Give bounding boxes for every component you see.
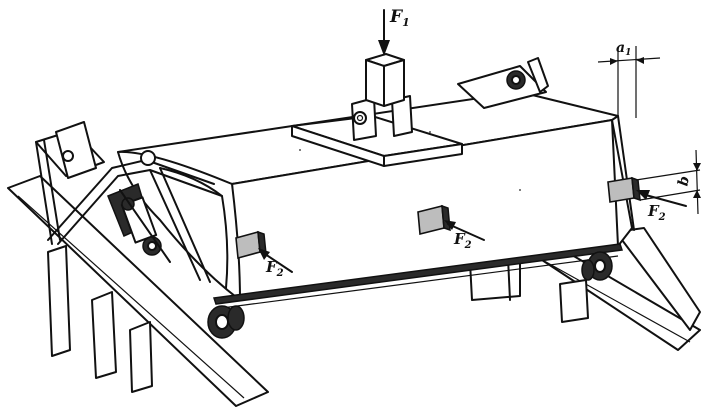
force-f2-arrow-left xyxy=(258,248,293,273)
rear-bracket xyxy=(457,57,549,109)
left-support-stand xyxy=(7,121,269,407)
label-b: b xyxy=(675,175,692,188)
clamping-mechanism xyxy=(47,150,223,283)
label-f2-left: F2 xyxy=(265,258,284,279)
force-f1-arrow xyxy=(378,9,390,56)
dimension-a1 xyxy=(597,46,661,118)
dimension-b xyxy=(635,149,701,215)
label-a1: a1 xyxy=(616,40,631,58)
clevis-bracket xyxy=(351,95,413,141)
force-f2-arrow-right xyxy=(636,190,687,207)
roller-left xyxy=(207,305,245,339)
label-f2-right: F2 xyxy=(647,202,666,223)
force-f2-arrow-center xyxy=(444,220,485,241)
label-f2-center: F2 xyxy=(453,230,472,251)
loading-column xyxy=(365,53,405,107)
label-f1: F1 xyxy=(389,7,410,29)
load-pad-right xyxy=(607,176,641,203)
roller-right xyxy=(581,251,613,281)
